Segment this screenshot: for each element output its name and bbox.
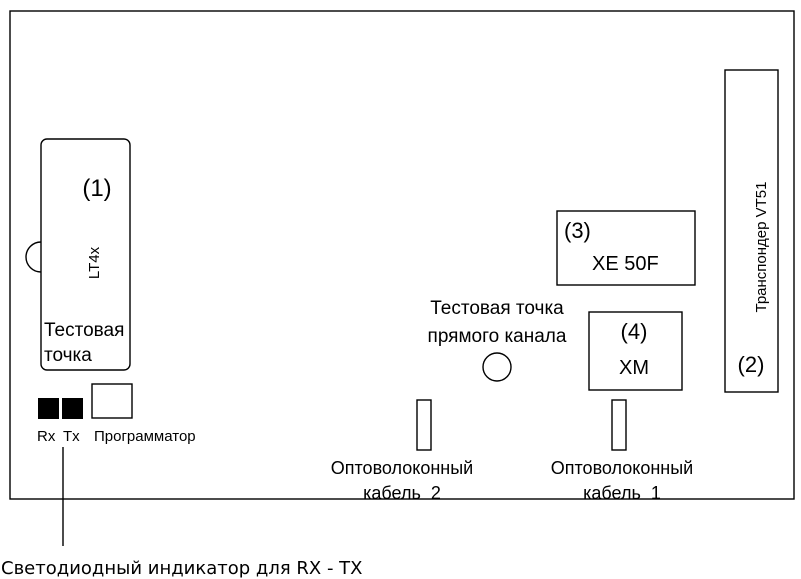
transponder-number: (2) — [738, 352, 765, 377]
lt4x-label: LT4x — [86, 246, 103, 279]
test-point-line1: Тестовая — [44, 320, 124, 341]
tx-label: Tx — [63, 428, 80, 445]
fiber1-line2: кабель 1 — [583, 483, 661, 503]
fiber2-line2: кабель 2 — [363, 483, 441, 503]
lt4x-module — [40, 138, 131, 371]
direct-test-point-line1: Тестовая точка — [430, 298, 564, 319]
fiber2-connector — [416, 399, 432, 451]
fiber1-line1: Оптоволоконный — [551, 458, 693, 478]
board-outline — [9, 10, 795, 500]
transponder-module — [724, 69, 779, 393]
rx-label: Rx — [37, 428, 56, 445]
xm-label: XM — [619, 357, 649, 379]
tx-led — [62, 398, 83, 419]
programmer-connector — [91, 383, 133, 419]
transponder-label: Транспондер VT51 — [753, 182, 770, 313]
xe50f-module — [556, 210, 696, 286]
direct-test-point-line2: прямого канала — [428, 326, 567, 347]
programmer-label: Программатор — [94, 428, 196, 445]
lt4x-number: (1) — [82, 175, 111, 202]
xe50f-number: (3) — [564, 218, 591, 243]
direct-test-point-circle — [482, 352, 512, 382]
test-point-line2: точка — [44, 345, 92, 366]
xe50f-label: XE 50F — [592, 253, 659, 275]
fiber2-line1: Оптоволоконный — [331, 458, 473, 478]
xm-module — [588, 311, 683, 391]
led-indicator-caption: Светодиодный индикатор для RX - TX — [1, 558, 363, 579]
rx-led — [38, 398, 59, 419]
xm-number: (4) — [621, 319, 648, 344]
lt4x-tab — [25, 241, 42, 273]
fiber1-connector — [611, 399, 627, 451]
